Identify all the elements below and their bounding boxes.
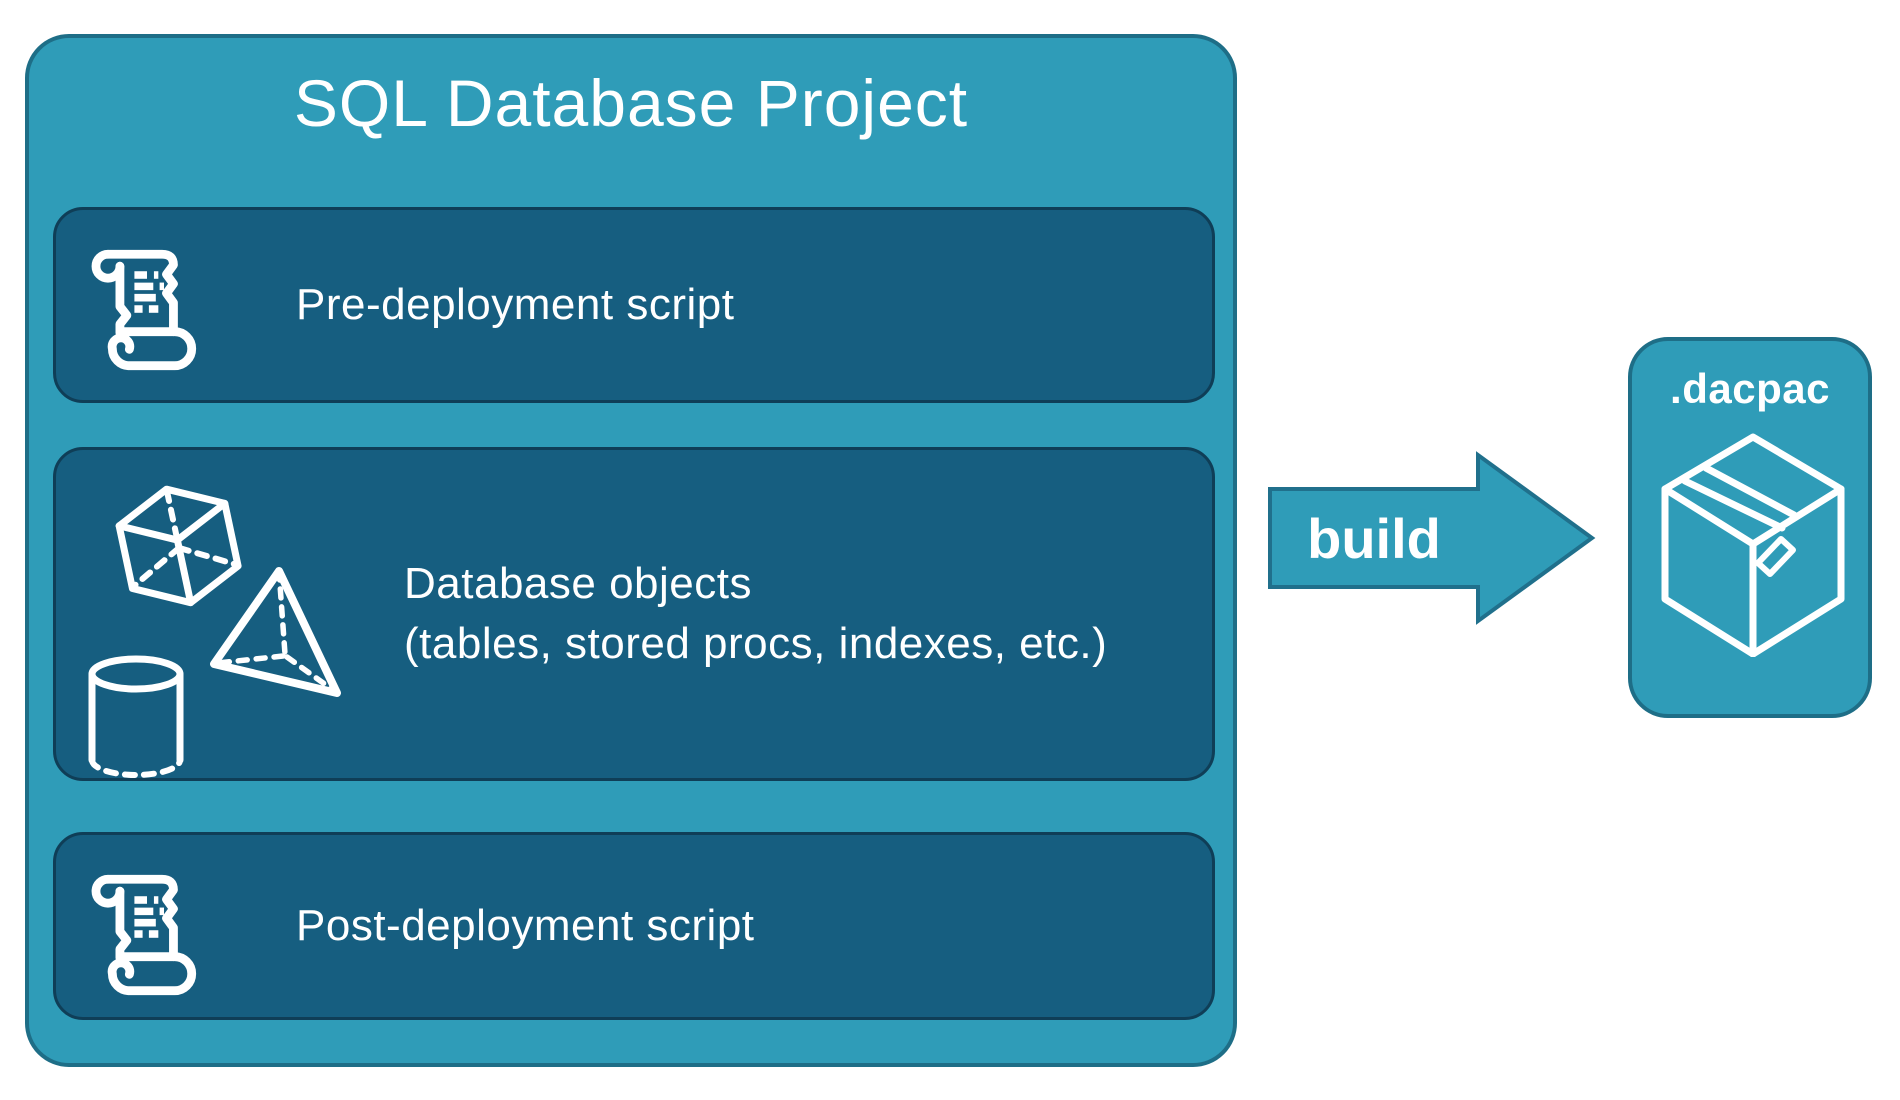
scroll-icon — [91, 249, 197, 371]
arrow-right-icon — [1268, 451, 1596, 625]
pyramid-icon — [210, 567, 341, 697]
dacpac-artifact-box: .dacpac — [1628, 337, 1872, 718]
cube-icon — [115, 485, 242, 607]
package-icon — [1661, 433, 1845, 657]
pre-deployment-script-box: Pre-deployment script — [53, 207, 1215, 403]
database-objects-line1: Database objects — [404, 559, 752, 608]
database-objects-box: Database objects (tables, stored procs, … — [53, 447, 1215, 781]
cylinder-icon — [88, 655, 184, 778]
sql-database-project-container: SQL Database Project Pre-deployment scri… — [25, 34, 1237, 1067]
post-deployment-script-label: Post-deployment script — [296, 901, 755, 950]
project-title: SQL Database Project — [293, 66, 969, 140]
database-objects-icons — [88, 485, 341, 778]
post-deployment-script-box: Post-deployment script — [53, 832, 1215, 1020]
database-objects-line2: (tables, stored procs, indexes, etc.) — [404, 619, 1108, 668]
database-objects-label: Database objects (tables, stored procs, … — [56, 554, 1107, 674]
pre-deployment-script-label: Pre-deployment script — [296, 280, 735, 329]
scroll-icon — [91, 874, 197, 996]
dacpac-label: .dacpac — [1670, 365, 1830, 412]
build-arrow-label: build — [1307, 507, 1441, 570]
